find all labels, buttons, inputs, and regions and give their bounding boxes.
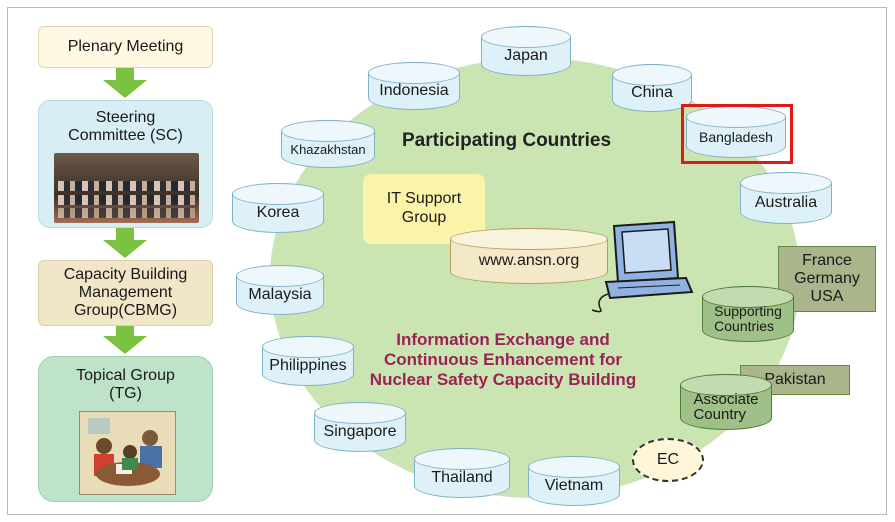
participating-countries-title: Participating Countries	[402, 130, 612, 151]
country-japan-label: Japan	[504, 47, 548, 64]
bangladesh-highlight-box	[681, 104, 793, 164]
country-singapore-label: Singapore	[323, 423, 397, 440]
plenary-meeting-label: Plenary Meeting	[67, 38, 184, 55]
country-thailand: Thailand	[414, 448, 510, 498]
arrow-stem	[116, 326, 134, 338]
steering-committee-label: Steering Committee (SC)	[68, 109, 183, 144]
country-china-label: China	[631, 84, 673, 101]
supporting-members-label: France Germany USA	[794, 252, 860, 305]
supporting-countries-cylinder: Supporting Countries	[702, 286, 794, 342]
associate-member-label: Pakistan	[764, 371, 826, 388]
associate-country-label: Associate Country	[693, 391, 759, 423]
country-australia-label: Australia	[754, 194, 818, 211]
country-thailand-label: Thailand	[431, 469, 493, 486]
supporting-countries-label: Supporting Countries	[714, 303, 782, 334]
group-photo	[54, 153, 199, 223]
country-vietnam-label: Vietnam	[544, 477, 604, 494]
ec-label: EC	[656, 451, 680, 468]
country-singapore: Singapore	[314, 402, 406, 452]
country-bangladesh-label: Bangladesh	[699, 129, 773, 145]
topical-group-box: Topical Group (TG)	[38, 356, 213, 502]
plenary-meeting-box: Plenary Meeting	[38, 26, 213, 68]
country-indonesia-label: Indonesia	[379, 82, 449, 99]
country-japan: Japan	[481, 26, 571, 76]
country-bangladesh: Bangladesh	[686, 106, 786, 158]
supporting-members-box: France Germany USA	[778, 246, 876, 312]
country-china: China	[612, 64, 692, 112]
country-korea-label: Korea	[256, 204, 300, 221]
country-vietnam: Vietnam	[528, 456, 620, 506]
arrow-stem	[116, 68, 134, 82]
country-malaysia: Malaysia	[236, 265, 324, 315]
country-khazakhstan: Khazakhstan	[281, 120, 375, 168]
it-support-group-label: IT Support Group	[386, 190, 462, 226]
meeting-illustration	[79, 411, 176, 495]
topical-group-label: Topical Group (TG)	[76, 367, 175, 402]
steering-committee-box: Steering Committee (SC)	[38, 100, 213, 228]
website-cylinder: www.ansn.org	[450, 228, 608, 284]
computer-icon	[588, 218, 698, 318]
website-label: www.ansn.org	[478, 252, 580, 269]
country-philippines: Philippines	[262, 336, 354, 386]
ec-dashed-oval: EC	[632, 438, 704, 482]
country-malaysia-label: Malaysia	[248, 286, 312, 303]
cbmg-box: Capacity Building Management Group(CBMG)	[38, 260, 213, 326]
country-korea: Korea	[232, 183, 324, 233]
arrow-stem	[116, 228, 134, 242]
country-indonesia: Indonesia	[368, 62, 460, 110]
associate-country-cylinder: Associate Country	[680, 374, 772, 430]
country-australia: Australia	[740, 172, 832, 224]
tagline-text: Information Exchange and Continuous Enha…	[369, 330, 637, 389]
down-arrow-icon	[103, 80, 147, 98]
cbmg-label: Capacity Building Management Group(CBMG)	[63, 266, 188, 319]
down-arrow-icon	[103, 240, 147, 258]
down-arrow-icon	[103, 336, 147, 354]
country-philippines-label: Philippines	[269, 357, 347, 374]
country-khazakhstan-label: Khazakhstan	[290, 141, 366, 157]
